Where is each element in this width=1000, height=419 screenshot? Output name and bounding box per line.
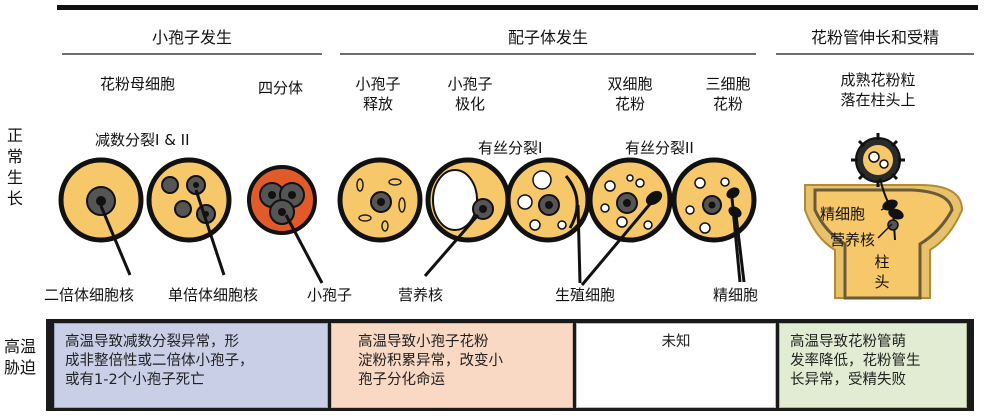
process-mitosis-2: 有丝分裂II bbox=[625, 139, 694, 157]
cell-tetrad bbox=[247, 165, 324, 284]
phase-bar-pollen-tube bbox=[776, 53, 974, 55]
phase-gametogenesis: 配子体发生 bbox=[507, 28, 588, 47]
cell-pollen-mother bbox=[58, 157, 144, 276]
phase-pollen-tube: 花粉管伸长和受精 bbox=[810, 28, 939, 47]
label-stigma: 柱 头 bbox=[874, 253, 890, 291]
label-microspore: 小孢子 bbox=[307, 286, 353, 304]
label-normal-growth: 正常 生长 bbox=[6, 126, 23, 208]
heat-effect-starch: 高温导致小孢子花粉 淀粉积累异常，改变小 孢子分化命运 bbox=[331, 323, 573, 408]
label-sperm-in-tube: 精细胞 bbox=[820, 205, 866, 223]
heat-effect-unknown: 未知 bbox=[576, 323, 776, 408]
stage-mature: 成熟花粉粒 落在柱头上 bbox=[840, 71, 916, 109]
process-mitosis-1: 有丝分裂I bbox=[478, 139, 543, 157]
label-haploid-nucleus: 单倍体细胞核 bbox=[168, 286, 259, 304]
stage-release: 小孢子 释放 bbox=[355, 75, 401, 113]
heat-effect-tube: 高温导致花粉管萌 发率降低，花粉管生 长异常，受精失败 bbox=[779, 323, 967, 408]
process-meiosis: 减数分裂I & II bbox=[95, 131, 190, 149]
stage-tricell: 三细胞 花粉 bbox=[705, 75, 751, 113]
cell-polarization bbox=[423, 157, 511, 277]
label-diploid-nucleus: 二倍体细胞核 bbox=[44, 286, 135, 304]
top-rule bbox=[57, 5, 978, 10]
label-heat-stress: 高温 胁迫 bbox=[3, 337, 36, 377]
phase-bar-gametogenesis bbox=[340, 53, 756, 55]
stage-pmc: 花粉母细胞 bbox=[100, 75, 176, 93]
stage-bicell: 双细胞 花粉 bbox=[607, 75, 653, 113]
cell-tricellular bbox=[671, 157, 757, 283]
label-vegetative-nucleus: 营养核 bbox=[398, 286, 444, 304]
cell-bicellular-pollen bbox=[580, 157, 673, 286]
label-vegetative-in-tube: 营养核 bbox=[830, 231, 876, 249]
stage-polar: 小孢子 极化 bbox=[447, 75, 493, 113]
stigma-illustration bbox=[804, 133, 964, 300]
cell-release bbox=[337, 157, 423, 243]
phase-bar-microsporogenesis bbox=[62, 53, 322, 55]
label-sperm-cell: 精细胞 bbox=[713, 286, 759, 304]
stage-tetrad: 四分体 bbox=[258, 79, 304, 97]
phase-microsporogenesis: 小孢子发生 bbox=[151, 28, 232, 47]
cell-meiosis bbox=[146, 157, 232, 276]
heat-effect-meiosis: 高温导致减数分裂异常，形 成非整倍性或二倍体小孢子， 或有1-2个小孢子死亡 bbox=[54, 323, 328, 408]
cell-bicellular bbox=[505, 157, 591, 284]
label-generative-cell: 生殖细胞 bbox=[555, 286, 616, 304]
